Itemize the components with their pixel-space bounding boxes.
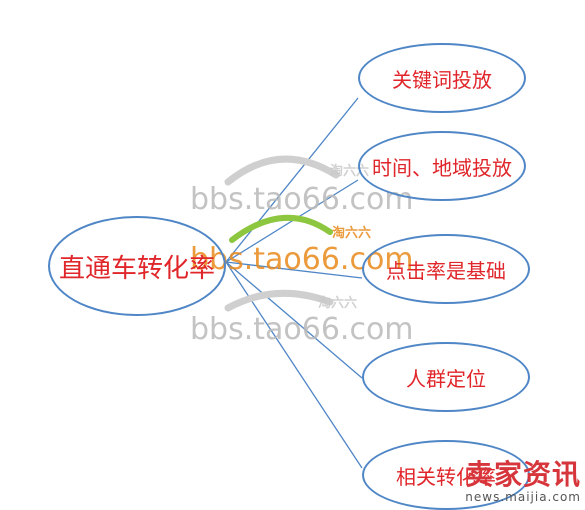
watermark-cn-bottom: 淘六六 (318, 296, 358, 311)
watermark-cn-middle: 淘六六 (332, 226, 372, 241)
branch-node-ctr-basis: 点击率是基础 (362, 234, 530, 304)
connector-line-4 (225, 261, 363, 379)
connector-line-2 (225, 179, 359, 263)
branch-node-crowd-targeting: 人群定位 (362, 342, 530, 412)
brand-url: news.maijia.com (465, 490, 581, 504)
brand-watermark: 卖家资讯 news.maijia.com (464, 458, 581, 505)
connector-line-1 (225, 97, 359, 263)
branch-node-keyword-placement: 关键词投放 (358, 43, 526, 113)
brand-name: 卖家资讯 (464, 458, 581, 491)
connector-line-3 (225, 261, 363, 279)
watermark-site-bottom: bbs.tao66.com (190, 312, 414, 347)
center-node: 直通车转化率 (48, 216, 226, 316)
watermark-swoosh-bottom (224, 289, 334, 312)
branch-node-time-region-placement: 时间、地域投放 (358, 131, 526, 201)
watermark-swoosh-green (229, 214, 333, 243)
watermark-swoosh-top (224, 155, 340, 186)
